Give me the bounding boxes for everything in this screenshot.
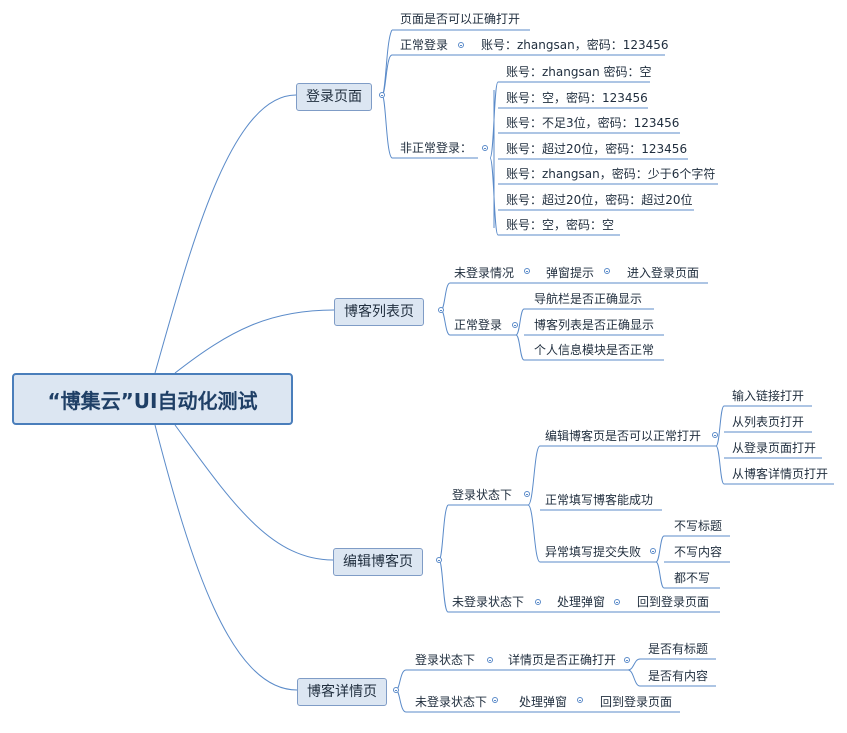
collapse-toggle-icon[interactable]: [482, 145, 488, 151]
topic-node[interactable]: 从登录页面打开: [732, 441, 817, 455]
topic-node[interactable]: 账号：zhangsan，密码：少于6个字符: [506, 167, 716, 181]
topic-node[interactable]: 正常登录: [400, 38, 449, 52]
topic-node[interactable]: 正常填写博客能成功: [545, 493, 654, 507]
topic-node[interactable]: 页面是否可以正确打开: [400, 12, 521, 26]
collapse-toggle-icon[interactable]: [492, 697, 498, 703]
collapse-toggle-icon[interactable]: [712, 432, 718, 438]
topic-node[interactable]: 账号：空，密码：空: [506, 218, 615, 232]
collapse-toggle-icon[interactable]: [458, 42, 464, 48]
topic-node[interactable]: 处理弹窗: [519, 695, 568, 709]
branch-edit-blog-page[interactable]: 编辑博客页: [333, 548, 423, 576]
collapse-toggle-icon[interactable]: [436, 557, 442, 563]
topic-node[interactable]: 编辑博客页是否可以正常打开: [545, 429, 702, 443]
collapse-toggle-icon[interactable]: [393, 687, 399, 693]
topic-node[interactable]: 是否有标题: [648, 642, 709, 656]
collapse-toggle-icon[interactable]: [438, 307, 444, 313]
collapse-toggle-icon[interactable]: [650, 548, 656, 554]
topic-node[interactable]: 输入链接打开: [732, 389, 805, 403]
collapse-toggle-icon[interactable]: [524, 268, 530, 274]
collapse-toggle-icon[interactable]: [512, 322, 518, 328]
topic-node[interactable]: 账号：zhangsan，密码：123456: [481, 38, 669, 52]
topic-node[interactable]: 回到登录页面: [600, 695, 673, 709]
collapse-toggle-icon[interactable]: [379, 92, 385, 98]
collapse-toggle-icon[interactable]: [614, 599, 620, 605]
collapse-toggle-icon[interactable]: [524, 491, 530, 497]
topic-node[interactable]: 博客列表是否正确显示: [534, 318, 655, 332]
topic-node[interactable]: 账号：超过20位，密码：超过20位: [506, 193, 693, 207]
collapse-toggle-icon[interactable]: [604, 268, 610, 274]
topic-node[interactable]: 账号：zhangsan 密码：空: [506, 65, 652, 79]
root-topic[interactable]: “博集云”UI自动化测试: [12, 373, 293, 425]
topic-node[interactable]: 非正常登录：: [400, 141, 473, 155]
topic-node[interactable]: 进入登录页面: [627, 266, 700, 280]
branch-blog-detail-page[interactable]: 博客详情页: [297, 678, 387, 706]
topic-node[interactable]: 账号：超过20位，密码：123456: [506, 142, 688, 156]
collapse-toggle-icon[interactable]: [535, 599, 541, 605]
topic-node[interactable]: 从博客详情页打开: [732, 467, 829, 481]
topic-node[interactable]: 个人信息模块是否正常: [534, 343, 655, 357]
branch-blog-list-page[interactable]: 博客列表页: [334, 298, 424, 326]
topic-node[interactable]: 未登录状态下: [415, 695, 488, 709]
topic-node[interactable]: 登录状态下: [415, 653, 476, 667]
topic-node[interactable]: 未登录情况: [454, 266, 515, 280]
topic-node[interactable]: 从列表页打开: [732, 415, 805, 429]
topic-node[interactable]: 登录状态下: [452, 488, 513, 502]
topic-node[interactable]: 详情页是否正确打开: [508, 653, 617, 667]
topic-node[interactable]: 正常登录: [454, 318, 503, 332]
topic-node[interactable]: 是否有内容: [648, 669, 709, 683]
topic-node[interactable]: 都不写: [674, 571, 711, 585]
collapse-toggle-icon[interactable]: [577, 697, 583, 703]
topic-node[interactable]: 导航栏是否正确显示: [534, 292, 643, 306]
topic-node[interactable]: 处理弹窗: [557, 595, 606, 609]
topic-node[interactable]: 回到登录页面: [637, 595, 710, 609]
topic-node[interactable]: 账号：不足3位，密码：123456: [506, 116, 680, 130]
topic-node[interactable]: 不写内容: [674, 545, 723, 559]
topic-node[interactable]: 不写标题: [674, 519, 723, 533]
collapse-toggle-icon[interactable]: [487, 657, 493, 663]
branch-login-page[interactable]: 登录页面: [296, 83, 372, 111]
topic-node[interactable]: 弹窗提示: [546, 266, 595, 280]
collapse-toggle-icon[interactable]: [624, 657, 630, 663]
topic-node[interactable]: 未登录状态下: [452, 595, 525, 609]
topic-node[interactable]: 账号：空，密码：123456: [506, 91, 648, 105]
topic-node[interactable]: 异常填写提交失败: [545, 545, 642, 559]
